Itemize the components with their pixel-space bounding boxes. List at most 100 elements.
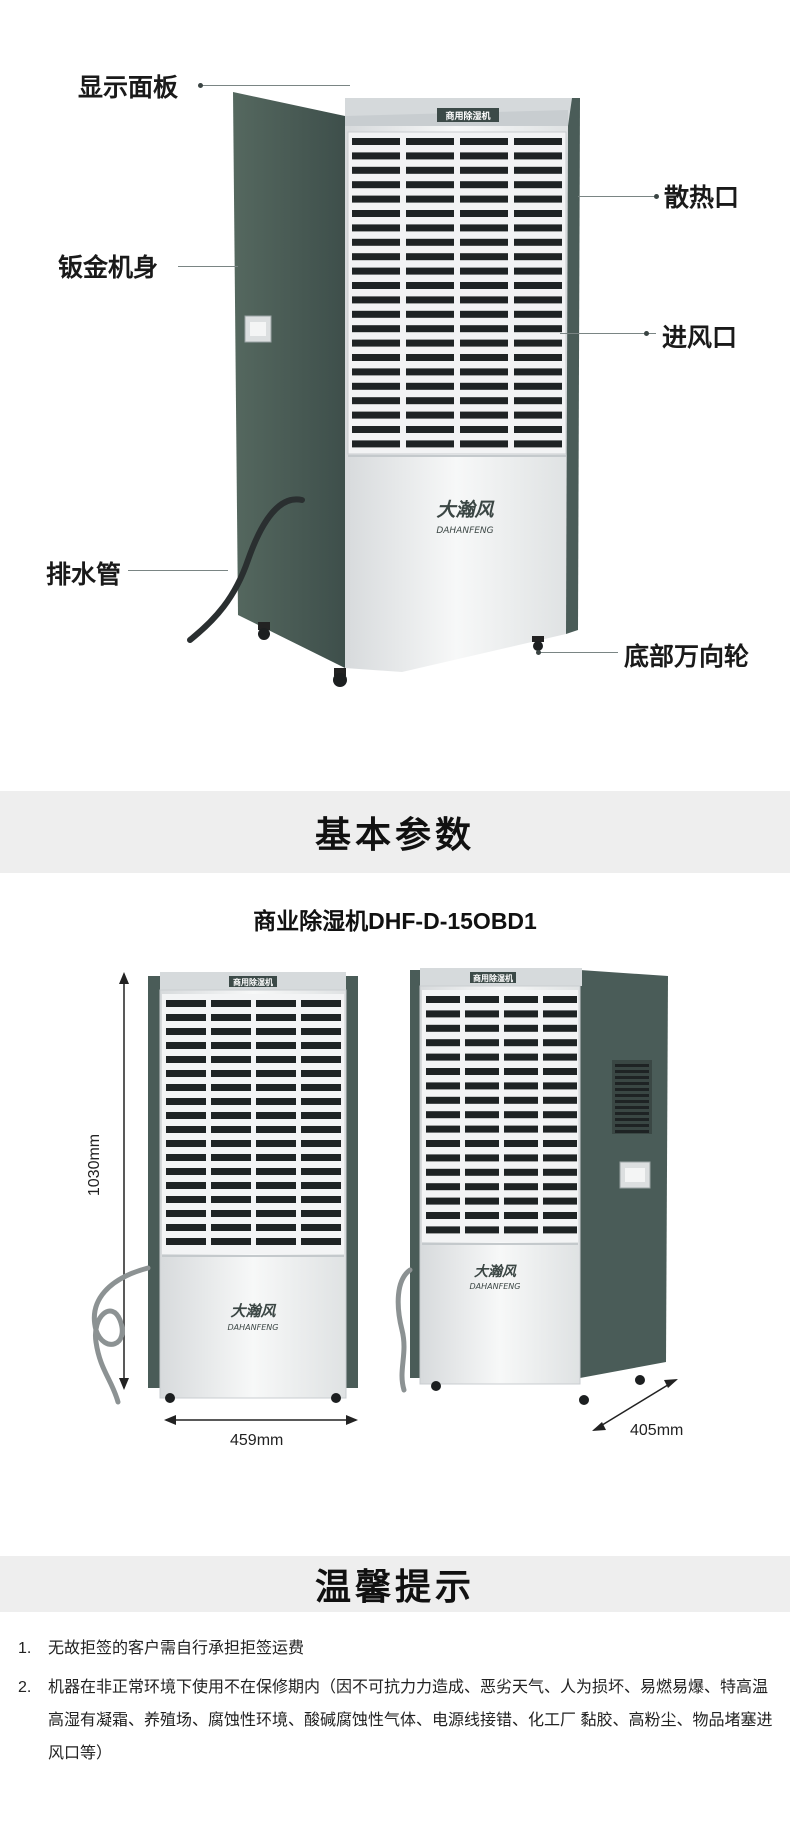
grille-slat bbox=[514, 224, 562, 232]
grille-slat bbox=[301, 1112, 341, 1119]
grille-slat bbox=[465, 1024, 499, 1032]
leader-air-inlet bbox=[560, 333, 656, 334]
callout-drain-pipe: 排水管 bbox=[46, 561, 122, 589]
grille-slat bbox=[514, 152, 562, 160]
grille-slat bbox=[166, 1098, 206, 1105]
grille-slat bbox=[352, 181, 400, 189]
grille-slat bbox=[406, 426, 454, 433]
grille-slat bbox=[256, 1000, 296, 1007]
grille-slat bbox=[301, 1210, 341, 1217]
grille-slat bbox=[352, 325, 400, 333]
brand-logo-en: DAHANFENG bbox=[436, 526, 493, 536]
grille-slat bbox=[426, 1183, 460, 1191]
grille-slat bbox=[352, 282, 400, 289]
grille-slat bbox=[504, 996, 538, 1003]
grille-slat bbox=[514, 282, 562, 289]
grille-slat bbox=[211, 1182, 251, 1189]
grille-slat bbox=[514, 411, 562, 419]
grille-slat bbox=[406, 411, 454, 419]
grille-slat bbox=[211, 1210, 251, 1217]
grille-slat bbox=[504, 1053, 538, 1061]
grille-slat bbox=[406, 397, 454, 405]
grille-slat bbox=[504, 1197, 538, 1205]
grille-slat bbox=[211, 1028, 251, 1035]
grille-slat bbox=[352, 195, 400, 203]
list-item-number: 2. bbox=[18, 1679, 32, 1696]
grille-slat bbox=[166, 1056, 206, 1063]
grille-slat bbox=[166, 1070, 206, 1077]
list-item: 2. 机器在非正常环境下使用不在保修期内（因不可抗力力造成、恶劣天气、人为损坏、… bbox=[18, 1671, 778, 1770]
grille-slat bbox=[211, 1042, 251, 1049]
grille-slat bbox=[256, 1168, 296, 1175]
side-vent-slats bbox=[615, 1064, 649, 1133]
grille-slat bbox=[465, 996, 499, 1003]
drain-pipe bbox=[187, 496, 305, 643]
grille-slat bbox=[406, 224, 454, 232]
section-title: 基本参数 bbox=[314, 814, 475, 855]
grille-slat bbox=[352, 397, 400, 405]
grille-slat bbox=[426, 1096, 460, 1104]
grille-slat bbox=[406, 354, 454, 361]
grille-slat bbox=[256, 1140, 296, 1147]
tips-list: 1. 无故拒签的客户需自行承担拒签运费 2. 机器在非正常环境下使用不在保修期内… bbox=[18, 1632, 778, 1770]
callout-air-inlet: 进风口 bbox=[662, 324, 738, 352]
grille-slat bbox=[504, 1212, 538, 1219]
grille-slat bbox=[256, 1070, 296, 1077]
grille-slat bbox=[256, 1056, 296, 1063]
grille-slat bbox=[166, 1112, 206, 1119]
grille-slat bbox=[211, 1238, 251, 1245]
grille-slat bbox=[514, 339, 562, 347]
list-item: 1. 无故拒签的客户需自行承担拒签运费 bbox=[18, 1632, 778, 1665]
grille-slat bbox=[465, 1082, 499, 1090]
section-header-params: 基本参数 bbox=[0, 791, 790, 873]
grille-slat bbox=[426, 1212, 460, 1219]
grille-slat bbox=[426, 1197, 460, 1205]
grille-slat bbox=[615, 1118, 649, 1121]
callout-heat-vent: 散热口 bbox=[664, 184, 740, 212]
grille-slat bbox=[301, 1182, 341, 1189]
leader-dot bbox=[644, 331, 649, 336]
grille-slat bbox=[352, 166, 400, 174]
grille-slat bbox=[615, 1076, 649, 1079]
grille-slat bbox=[504, 1082, 538, 1090]
grille-slat bbox=[615, 1130, 649, 1133]
svg-text:DAHANFENG: DAHANFENG bbox=[228, 1323, 279, 1332]
grille-slat bbox=[543, 1183, 577, 1191]
grille-slat bbox=[406, 310, 454, 318]
svg-text:大瀚风: 大瀚风 bbox=[474, 1263, 517, 1280]
grille-slat bbox=[301, 1070, 341, 1077]
grille-slat bbox=[406, 282, 454, 289]
grille-slat bbox=[543, 1197, 577, 1205]
grille-slat bbox=[256, 1210, 296, 1217]
grille-slats bbox=[166, 1000, 341, 1245]
grille-slat bbox=[352, 411, 400, 419]
grille-slat bbox=[406, 339, 454, 347]
grille-slat bbox=[166, 1042, 206, 1049]
grille-slat bbox=[301, 1028, 341, 1035]
grille-slat bbox=[615, 1064, 649, 1067]
grille-slat bbox=[543, 1125, 577, 1133]
grille-slat bbox=[543, 1168, 577, 1176]
grille-slat bbox=[406, 152, 454, 160]
grille-slat bbox=[426, 1125, 460, 1133]
grille-slat bbox=[465, 1039, 499, 1047]
grille-slat bbox=[504, 1010, 538, 1018]
grille-slat bbox=[514, 368, 562, 376]
grille-slat bbox=[166, 1196, 206, 1203]
grille-slat bbox=[211, 1056, 251, 1063]
grille-slat bbox=[543, 1024, 577, 1032]
caster-wheels bbox=[258, 622, 544, 687]
grille-slat bbox=[460, 325, 508, 333]
grille-slat bbox=[352, 138, 400, 145]
grille-slat bbox=[301, 1168, 341, 1175]
callout-sheet-metal-body: 钣金机身 bbox=[58, 254, 159, 282]
grille-slat bbox=[465, 1010, 499, 1018]
grille-slat bbox=[352, 382, 400, 390]
grille-slat bbox=[543, 1212, 577, 1219]
leader-casters bbox=[540, 652, 618, 653]
grille-slat bbox=[352, 210, 400, 217]
svg-text:商用除湿机: 商用除湿机 bbox=[233, 977, 273, 987]
svg-text:商用除湿机: 商用除湿机 bbox=[473, 973, 513, 983]
grille-slat bbox=[465, 1096, 499, 1104]
grille-slat bbox=[211, 1098, 251, 1105]
